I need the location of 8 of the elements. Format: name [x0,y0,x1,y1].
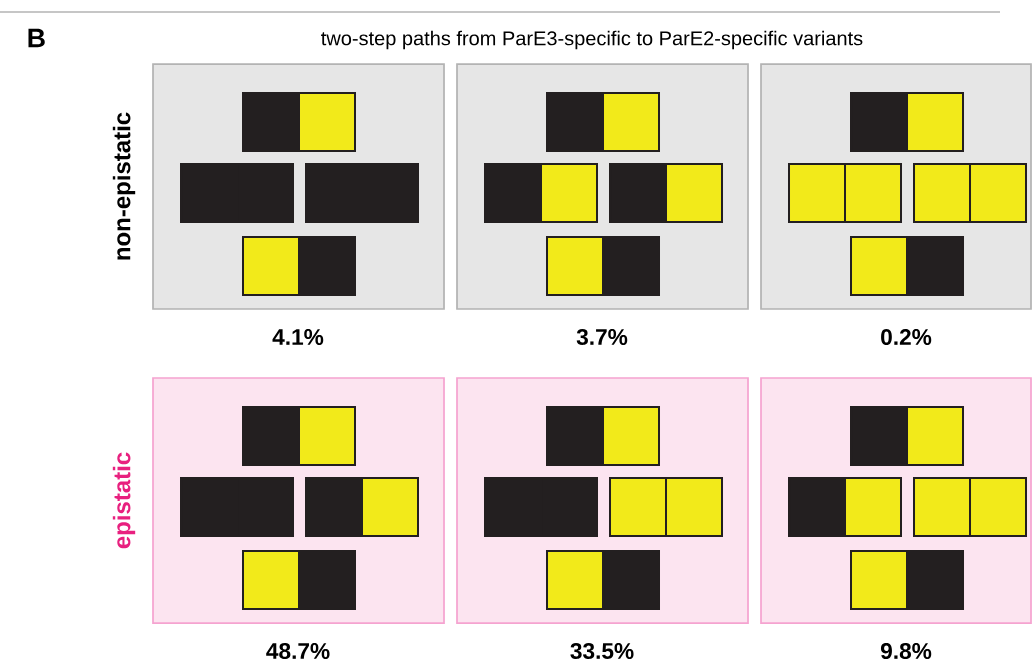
percentage-label: 9.8% [880,643,932,660]
percentage-label: 33.5% [570,642,634,660]
panel-letter: B [28,28,45,48]
percentage-label: 3.7% [576,328,628,346]
percentage-label: 48.7% [266,643,330,660]
title: two-step paths from ParE3-specific to ParE2-specific variants [321,30,863,50]
percentage-label: 0.2% [881,329,932,346]
percentage-label: 4.1% [272,329,324,345]
